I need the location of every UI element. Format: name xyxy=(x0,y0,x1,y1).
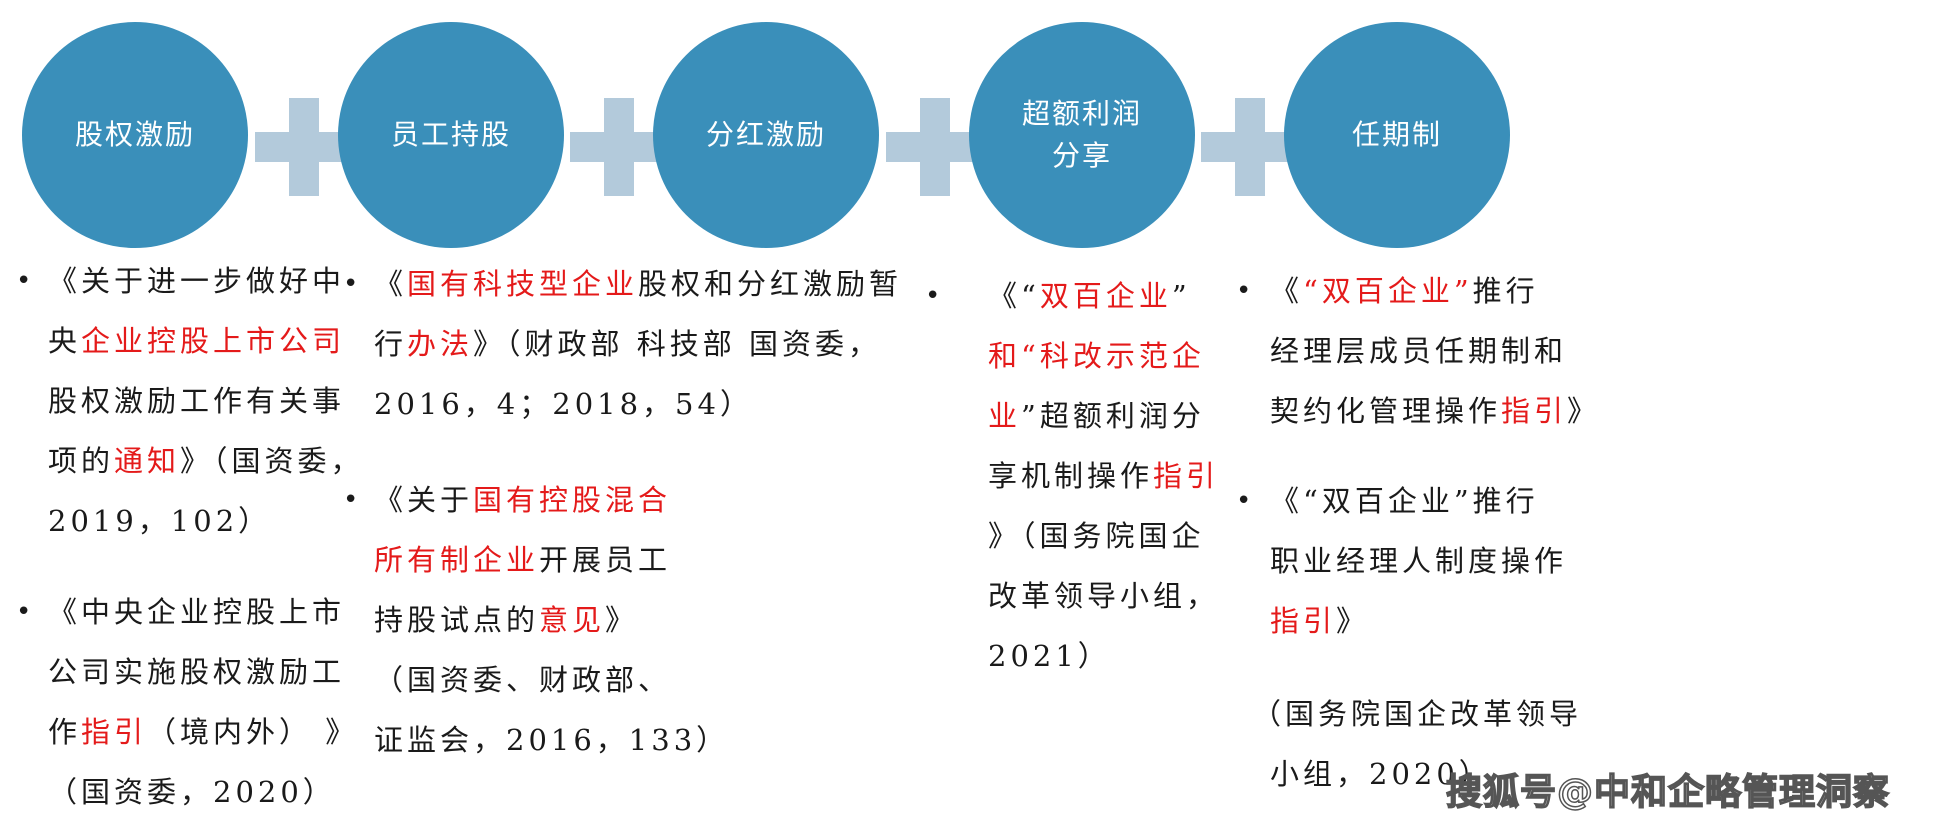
highlight-text: 双百企业 xyxy=(1039,279,1172,313)
text-line: 《中央企业控股上市 xyxy=(48,595,346,629)
highlight-text: 意见 xyxy=(539,603,606,637)
policy-item: 《关于国有控股混合 所有制企业开展员工 持股试点的意见》 （国资委、财政部、 证… xyxy=(374,470,729,770)
text: 《关于 xyxy=(374,483,474,517)
highlight-text: 通知 xyxy=(114,444,181,478)
text: 股权和分红激励暂 xyxy=(638,267,903,301)
text: 推行 xyxy=(1472,274,1539,308)
highlight-text: 国有科技型企业 xyxy=(407,267,639,301)
text-line: 项的通知》（国资委， xyxy=(48,431,364,491)
text: （境内外） 》 xyxy=(147,715,359,749)
text: 持股试点的 xyxy=(374,603,540,637)
circle-excess-profit-sharing: 超额利润 分享 xyxy=(969,22,1195,248)
text-line: 持股试点的意见》 xyxy=(374,590,729,650)
text: ” xyxy=(1171,279,1191,313)
text: 享机制操作 xyxy=(988,459,1154,493)
circle-dividend-incentive: 分红激励 xyxy=(653,22,879,248)
circle-tenure-system: 任期制 xyxy=(1284,22,1510,248)
text-line: 《关于进一步做好中 xyxy=(48,264,346,298)
text-line: （国资委、财政部、 xyxy=(374,663,672,697)
policy-item: 《关于进一步做好中 央企业控股上市公司 股权激励工作有关事 项的通知》（国资委，… xyxy=(48,251,364,551)
plus-icon xyxy=(886,98,984,196)
text-line: 公司实施股权激励工 xyxy=(48,655,346,689)
text-line: 《关于国有控股混合 xyxy=(374,470,729,530)
text: 契约化管理操作 xyxy=(1270,394,1502,428)
text: 央 xyxy=(48,324,82,358)
text-line: 2019，102） xyxy=(48,504,272,538)
highlight-text: 科改示范企 xyxy=(1039,339,1205,373)
highlight-text: 所有制企业 xyxy=(374,543,540,577)
text-line: （国资委，2020） xyxy=(48,775,336,809)
bullet-icon: • xyxy=(343,485,359,515)
bullet-icon: • xyxy=(16,597,32,627)
text-line: 《“双百企业” xyxy=(988,266,1219,326)
bullet-icon: • xyxy=(16,266,32,296)
text-line: 指引》 xyxy=(1270,591,1567,651)
text-line: 》（国务院国企 xyxy=(988,519,1205,553)
text-line: 股权激励工作有关事 xyxy=(48,384,346,418)
text-line: 作指引（境内外） 》 xyxy=(48,702,358,762)
highlight-text: 办法 xyxy=(407,327,474,361)
policy-item: 《“双百企业”推行 经理层成员任期制和 契约化管理操作指引》 xyxy=(1270,261,1600,441)
highlight-text: 指引 xyxy=(1501,394,1568,428)
text-line: 所有制企业开展员工 xyxy=(374,530,729,590)
highlight-text: 国有控股混合 xyxy=(473,483,672,517)
text: 》（国资委， xyxy=(180,444,364,478)
text: 作 xyxy=(48,715,82,749)
highlight-text: 指引 xyxy=(1153,459,1220,493)
circle-employee-stock: 员工持股 xyxy=(338,22,564,248)
text-line: 业”超额利润分 xyxy=(988,386,1219,446)
text: 》 xyxy=(1567,394,1601,428)
text-line: 行办法》（财政部 科技部 国资委， xyxy=(374,314,902,374)
bullet-icon: • xyxy=(1236,486,1252,516)
text: 《 xyxy=(374,267,408,301)
policy-item: 《“双百企业” 和“科改示范企 业”超额利润分 享机制操作指引 》（国务院国企 … xyxy=(988,266,1219,686)
text: 》 xyxy=(1336,604,1370,638)
text-line: 《国有科技型企业股权和分红激励暂 xyxy=(374,254,902,314)
text-line: 《“双百企业”推行 xyxy=(1270,261,1600,321)
policy-item: 《中央企业控股上市 公司实施股权激励工 作指引（境内外） 》 （国资委，2020… xyxy=(48,582,358,822)
text: 项的 xyxy=(48,444,115,478)
text-line: 经理层成员任期制和 xyxy=(1270,334,1568,368)
text: 行 xyxy=(374,327,408,361)
bullet-icon: • xyxy=(1236,276,1252,306)
text-line: 小组，2020） xyxy=(1270,757,1492,791)
policy-item: 《“双百企业”推行 职业经理人制度操作 指引》 xyxy=(1270,471,1567,651)
source-note: （国务院国企改革领导 小组，2020） xyxy=(1252,684,1582,804)
text-line: 享机制操作指引 xyxy=(988,446,1219,506)
highlight-text: 指引 xyxy=(1270,604,1337,638)
highlight-text: 业 xyxy=(988,399,1022,433)
text-line: （国务院国企改革领导 xyxy=(1252,697,1583,731)
text: 》 xyxy=(605,603,639,637)
bullet-icon: • xyxy=(343,269,359,299)
text-line: 职业经理人制度操作 xyxy=(1270,544,1568,578)
text-line: 2016，4；2018，54） xyxy=(374,387,753,421)
text-line: 《“双百企业”推行 xyxy=(1270,484,1539,518)
policy-item: 《国有科技型企业股权和分红激励暂 行办法》（财政部 科技部 国资委， 2016，… xyxy=(374,254,902,434)
watermark: 搜狐号@中和企略管理洞察 xyxy=(1445,771,1891,814)
plus-icon xyxy=(570,98,668,196)
highlight-text: 和“ xyxy=(988,339,1040,373)
highlight-text: “双百企业” xyxy=(1303,274,1473,308)
bullet-icon: • xyxy=(925,281,941,311)
text-line: 央企业控股上市公司 xyxy=(48,311,364,371)
text: 开展员工 xyxy=(539,543,672,577)
text: ”超额利润分 xyxy=(1021,399,1205,433)
text: 《 xyxy=(1270,274,1304,308)
text-line: 证监会，2016，133） xyxy=(374,723,730,757)
text-line: 改革领导小组， xyxy=(988,579,1220,613)
highlight-text: 指引 xyxy=(81,715,148,749)
text: 》（财政部 科技部 国资委， xyxy=(473,327,881,361)
text-line: 和“科改示范企 xyxy=(988,326,1219,386)
highlight-text: 企业控股上市公司 xyxy=(81,324,346,358)
circle-equity-incentive: 股权激励 xyxy=(22,22,248,248)
plus-icon xyxy=(1201,98,1299,196)
text-line: 2021） xyxy=(988,639,1111,673)
plus-icon xyxy=(255,98,353,196)
text: 《“ xyxy=(988,279,1040,313)
text-line: 契约化管理操作指引》 xyxy=(1270,381,1600,441)
